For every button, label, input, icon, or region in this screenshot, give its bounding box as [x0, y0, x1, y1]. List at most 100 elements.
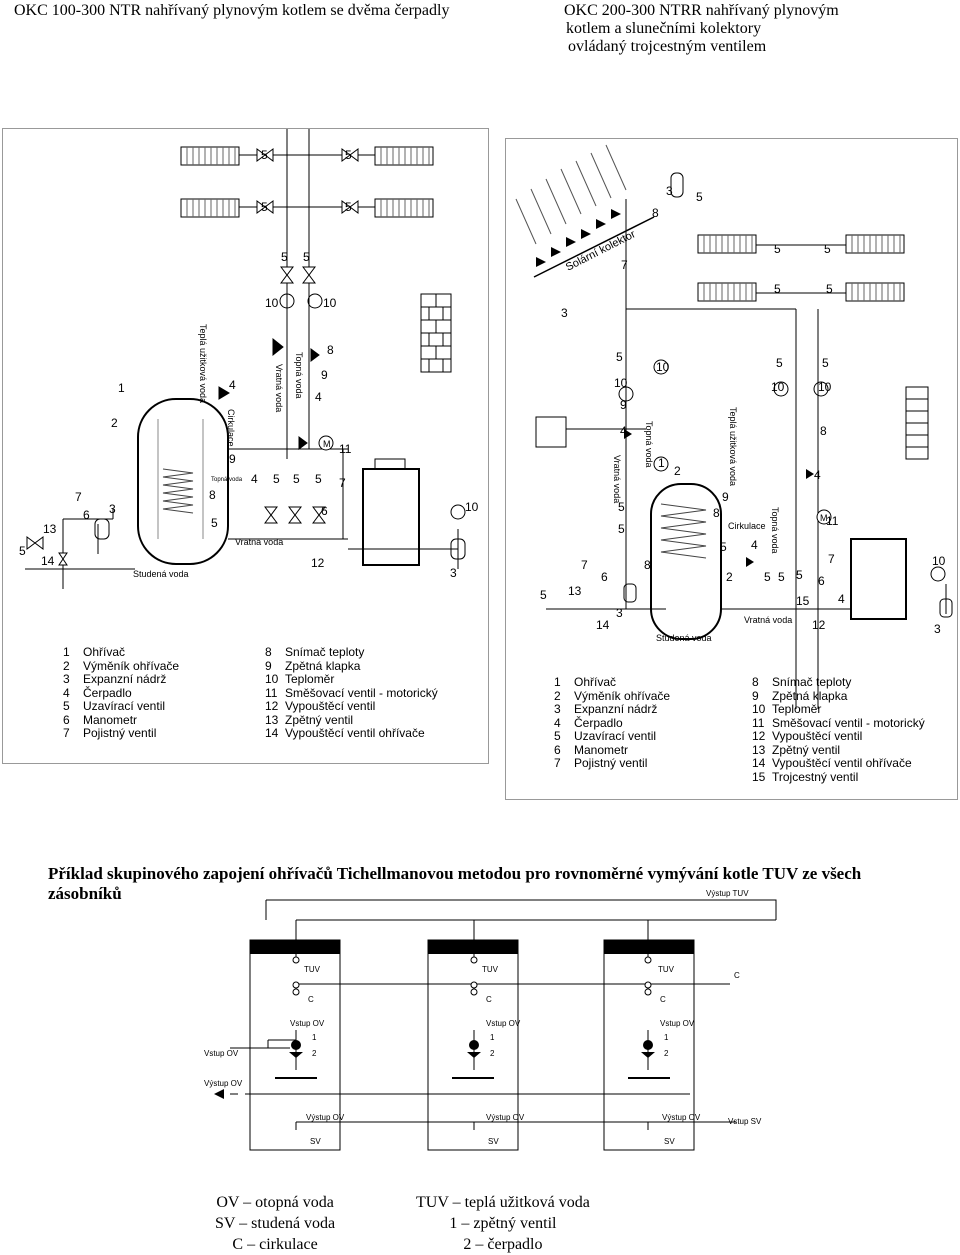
- legend-text: Směšovací ventil - motorický: [285, 685, 438, 700]
- legend-item: 2 Výměník ohřívače: [63, 658, 180, 674]
- legend-text: Zpětná klapka: [772, 688, 848, 703]
- callout-3: 3: [561, 306, 568, 320]
- tank-heating-output-label: Výstup OV: [662, 1113, 701, 1122]
- legend-number: 13: [265, 712, 279, 727]
- tank-c-label: C: [308, 995, 314, 1004]
- callout-5: 5: [293, 472, 300, 486]
- callout-10: 10: [323, 296, 337, 310]
- callout-5: 5: [345, 148, 352, 162]
- left-diagram-title: OKC 100-300 NTR nahřívaný plynovým kotle…: [14, 2, 450, 19]
- legend-text: Vypouštěcí ventil: [772, 729, 863, 743]
- legend-number: 5: [554, 729, 561, 743]
- heating-water-label: Topná voda: [294, 352, 304, 399]
- callout-9: 9: [321, 368, 328, 382]
- legend-number: 8: [265, 645, 272, 659]
- legend-number: 12: [265, 699, 279, 713]
- legend-number: 2: [554, 688, 561, 703]
- legend-text: Trojcestný ventil: [772, 769, 859, 784]
- legend-text: Ohřívač: [574, 675, 617, 689]
- group-connection-caption: Příklad skupinového zapojení ohřívačů Ti…: [48, 864, 862, 903]
- legend-text: Teploměr: [772, 702, 822, 716]
- legend-number: 4: [63, 685, 70, 700]
- callout-2: 2: [111, 416, 118, 430]
- tank-tuv-label: TUV: [658, 965, 675, 974]
- legend-number: 14: [265, 726, 279, 740]
- tank-sv-label: SV: [488, 1137, 499, 1146]
- callout-5: 5: [774, 242, 781, 256]
- callout-3: 3: [934, 622, 941, 636]
- callout-11: 11: [339, 442, 352, 456]
- right-title-line-1: OKC 200-300 NTRR nahřívaný plynovým: [564, 2, 839, 19]
- legend-number: 6: [554, 742, 561, 757]
- legend-number: 13: [752, 742, 766, 757]
- motor-label: M: [323, 439, 331, 449]
- tank-c-label: C: [486, 995, 492, 1004]
- tank-pump-number: 2: [664, 1049, 669, 1058]
- callout-1: 1: [118, 381, 125, 395]
- callout-2: 2: [726, 570, 733, 584]
- legend-number: 3: [63, 672, 70, 686]
- callout-9: 9: [620, 398, 627, 412]
- callout-5: 5: [273, 472, 280, 486]
- callout-10: 10: [265, 296, 279, 310]
- callout-6: 6: [818, 574, 825, 588]
- tank-check-valve-number: 1: [490, 1033, 495, 1042]
- heating-input-label: Vstup OV: [204, 1049, 239, 1058]
- callout-5: 5: [822, 356, 829, 370]
- callout-5: 5: [618, 522, 625, 536]
- legend-number: 11: [752, 715, 765, 730]
- callout-5: 5: [826, 282, 833, 296]
- legend-number: 10: [752, 702, 766, 716]
- tank-top-cap: [428, 940, 518, 954]
- tank-top-cap: [604, 940, 694, 954]
- legend-number: 7: [554, 756, 561, 770]
- tank-heating-output-label: Výstup OV: [486, 1113, 525, 1122]
- cold-water-label: Studená voda: [133, 569, 189, 579]
- callout-8: 8: [652, 206, 659, 220]
- callout-4: 4: [838, 592, 845, 606]
- callout-2: 2: [674, 464, 681, 478]
- callout-1: 1: [658, 456, 665, 470]
- radiator: [374, 146, 434, 166]
- abbreviation-ov: OV – otopná voda: [216, 1194, 334, 1211]
- callout-7: 7: [581, 558, 588, 572]
- legend-text: Expanzní nádrž: [83, 672, 167, 686]
- legend-text: Výměník ohřívače: [83, 658, 180, 673]
- legend-text: Manometr: [83, 712, 138, 727]
- abbreviation-pump: 2 – čerpadlo: [463, 1236, 543, 1253]
- legend-text: Výměník ohřívače: [574, 688, 671, 703]
- callout-5: 5: [774, 282, 781, 296]
- legend-number: 2: [63, 658, 70, 673]
- legend-text: Zpětná klapka: [285, 658, 361, 673]
- callout-13: 13: [43, 522, 57, 536]
- legend-text: Teploměr: [285, 672, 335, 686]
- heating-water-label: Topná voda: [644, 421, 654, 468]
- legend-text: Vypouštěcí ventil ohřívače: [285, 726, 425, 740]
- legend-number: 14: [752, 756, 766, 770]
- legend-number: 9: [265, 658, 272, 673]
- callout-6: 6: [83, 508, 90, 522]
- callout-10: 10: [932, 554, 946, 568]
- legend-number: 10: [265, 672, 279, 686]
- legend-number: 4: [554, 715, 561, 730]
- callout-3: 3: [109, 502, 116, 516]
- callout-3: 3: [450, 566, 457, 580]
- callout-8: 8: [209, 488, 216, 502]
- callout-4: 4: [620, 424, 627, 438]
- callout-9: 9: [722, 490, 729, 504]
- legend-text: Ohřívač: [83, 645, 126, 659]
- motor-label: M: [820, 513, 828, 523]
- callout-8: 8: [713, 506, 720, 520]
